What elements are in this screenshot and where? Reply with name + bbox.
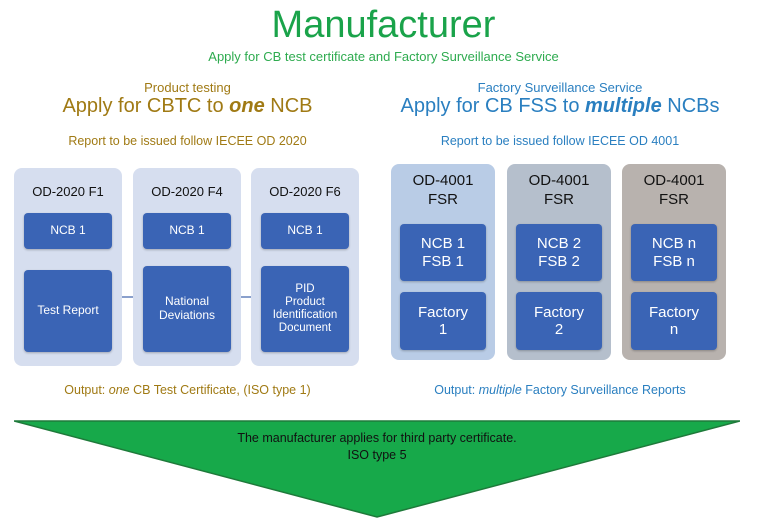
ncb-label: NCB 1 — [420, 235, 466, 253]
ncb-label: NCB 2 — [536, 235, 582, 253]
fsb-label: FSB 2 — [538, 252, 580, 270]
od2020-f4-column: OD-2020 F4 NCB 1 National Deviations — [133, 168, 241, 366]
od2020-f6-column: OD-2020 F6 NCB 1 PID Product Identificat… — [251, 168, 359, 366]
fsb-label: FSB n — [653, 252, 695, 270]
left-output-line: Output: one CB Test Certificate, (ISO ty… — [10, 383, 365, 397]
right-panel-small-heading: Factory Surveillance Service — [477, 80, 643, 95]
column-header-line2: FSR — [544, 190, 574, 208]
pid-label: PID — [295, 282, 315, 295]
page-subtitle: Apply for CB test certificate and Factor… — [208, 49, 559, 64]
right-heading-post: NCBs — [661, 95, 720, 117]
column-header: OD-2020 F1 — [32, 184, 104, 199]
column-header-line2: FSR — [659, 190, 689, 208]
right-heading-pre: Apply for CB FSS to — [400, 95, 586, 117]
factory-label: Factory — [533, 303, 584, 321]
left-report-line: Report to be issued follow IECEE OD 2020 — [68, 134, 307, 148]
column-header-line2: FSR — [428, 190, 458, 208]
right-report-line: Report to be issued follow IECEE OD 4001 — [440, 134, 680, 148]
od2020-f1-column: OD-2020 F1 NCB 1 Test Report — [14, 168, 122, 366]
right-heading-emphasis: multiple — [585, 95, 662, 117]
factory-number: 1 — [438, 321, 448, 338]
national-deviations-box: National Deviations — [143, 266, 231, 352]
right-output-line: Output: multiple Factory Surveillance Re… — [385, 383, 735, 397]
ncb-label: NCB n — [651, 235, 697, 253]
ncb-box: NCB 1 — [143, 213, 231, 249]
test-report-box: Test Report — [24, 270, 112, 352]
bottom-statement-line1: The manufacturer applies for third party… — [237, 431, 517, 445]
factory-label: Factory — [417, 303, 468, 321]
column-header-line1: OD-4001 — [528, 172, 590, 189]
right-panel-heading: Apply for CB FSS to multiple NCBs — [385, 95, 735, 118]
ncb-box: NCB 1 — [24, 213, 112, 249]
column-header: OD-2020 F6 — [269, 184, 341, 199]
factory-number: 2 — [554, 321, 564, 338]
right-output-pre: Output: — [434, 383, 479, 397]
factory-number: n — [669, 321, 679, 338]
ncb-box: NCB 1 — [261, 213, 349, 249]
right-output-emphasis: multiple — [478, 383, 522, 397]
column-header: OD-2020 F4 — [151, 184, 223, 199]
left-output-post: CB Test Certificate, (ISO type 1) — [129, 383, 311, 397]
page-title: Manufacturer — [271, 4, 496, 46]
left-panel-heading: Apply for CBTC to one NCB — [10, 95, 365, 118]
factory-label: Factory — [648, 303, 699, 321]
down-arrow-shape — [14, 420, 740, 518]
pid-box: PID Product Identification Document — [261, 266, 349, 352]
left-heading-emphasis: one — [229, 95, 265, 117]
left-heading-pre: Apply for CBTC to — [62, 95, 230, 117]
column-header-line1: OD-4001 — [643, 172, 705, 189]
left-output-pre: Output: — [64, 383, 109, 397]
right-output-post: Factory Surveillance Reports — [521, 383, 686, 397]
pid-description: Product Identification Document — [272, 295, 338, 335]
fsb-label: FSB 1 — [422, 252, 464, 270]
bottom-statement-line2: ISO type 5 — [347, 448, 407, 462]
left-heading-post: NCB — [264, 95, 313, 117]
left-panel-small-heading: Product testing — [144, 80, 231, 95]
column-header-line1: OD-4001 — [412, 172, 474, 189]
left-output-emphasis: one — [108, 383, 130, 397]
